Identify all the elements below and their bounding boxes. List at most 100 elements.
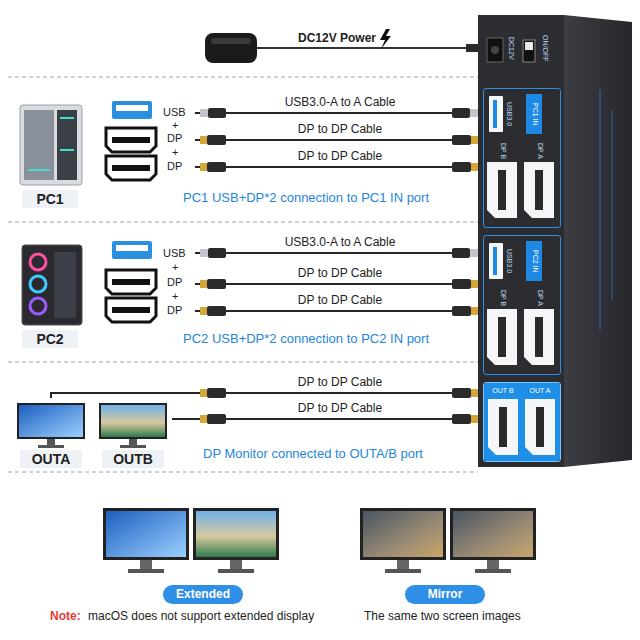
- side-print: [611, 110, 613, 300]
- monitor-base: [128, 569, 164, 573]
- monitor-stand: [129, 439, 137, 445]
- dp-plug: [452, 388, 478, 398]
- usb-plug: [200, 108, 226, 118]
- rgb-fan: [30, 276, 46, 292]
- monitor-screen: [101, 405, 165, 437]
- port-label: OUT B: [488, 386, 518, 396]
- monitor-bezel: [360, 508, 446, 560]
- usb-port-icon: [112, 101, 152, 119]
- cable-label: DP to DP Cable: [240, 149, 440, 163]
- port-type: DP: [167, 276, 182, 288]
- monitor-stand: [230, 560, 242, 570]
- cable-line: [195, 252, 483, 254]
- cable-label: DP to DP Cable: [240, 401, 440, 415]
- output-panel: OUT B OUT A: [483, 382, 561, 462]
- monitor-stand: [487, 560, 499, 570]
- tower-light: [28, 169, 50, 171]
- plus-sign: +: [172, 261, 178, 273]
- tower-front: [24, 110, 54, 180]
- separator: [8, 222, 478, 223]
- dc-jack-pin: [491, 46, 499, 54]
- port-label: DP B: [498, 286, 508, 310]
- mode-name: Mirror: [405, 585, 485, 604]
- mode-name: Extended: [163, 585, 243, 604]
- power-adapter: [205, 33, 257, 63]
- kvm-side: [564, 15, 632, 467]
- power-switch: [523, 40, 535, 62]
- monitor-name: OUTB: [102, 450, 164, 468]
- dp-plug: [200, 135, 226, 145]
- dp-port-icon: [106, 156, 156, 180]
- tower-glass: [54, 252, 76, 318]
- port-label: OUT A: [525, 386, 555, 396]
- power-label: DC12V Power: [298, 31, 376, 45]
- monitor-name: OUTA: [20, 450, 82, 468]
- mode-pill: Mirror: [405, 585, 485, 604]
- dp-plug: [200, 306, 226, 316]
- cable-label: USB3.0-A to A Cable: [240, 95, 440, 109]
- monitor-bezel: [193, 508, 279, 560]
- monitor-stand: [140, 560, 152, 570]
- dc-jack: [487, 38, 503, 62]
- out-panel-fill: [484, 383, 560, 461]
- plus-sign: +: [172, 146, 178, 158]
- computer-name: PC1: [22, 190, 78, 208]
- monitor-node: OUTB: [94, 398, 172, 470]
- cable-line: [195, 166, 483, 168]
- lightning-icon: [380, 29, 391, 49]
- power-port-label: DC12V: [506, 30, 516, 66]
- dp-port: [488, 399, 518, 455]
- dp-port-icon: [106, 298, 156, 322]
- dp-plug: [200, 414, 226, 424]
- port-type: DP: [167, 160, 182, 172]
- monitor-base: [38, 445, 64, 448]
- port-label: DP A: [535, 139, 545, 163]
- kvm-front: [478, 15, 564, 467]
- dp-plug: [452, 162, 478, 172]
- usb-port: [489, 243, 503, 279]
- connection-caption: PC1 USB+DP*2 connection to PC1 IN port: [183, 190, 429, 206]
- power-plug: [466, 44, 478, 52]
- switch-label: ON/OFF: [540, 28, 550, 68]
- usb-plug: [452, 108, 478, 118]
- dp-port: [524, 162, 554, 218]
- cable-line: [195, 112, 483, 114]
- monitor-screen: [363, 511, 443, 557]
- mode-description: The same two screen images: [364, 609, 521, 623]
- port-panel: USB3.0PC1 INDP BDP A: [483, 88, 561, 228]
- dp-port-icon: [106, 270, 156, 294]
- port-label: DP B: [498, 139, 508, 163]
- dp-port-icon: [106, 128, 156, 152]
- monitor-base: [120, 445, 146, 448]
- monitor-base: [218, 569, 254, 573]
- note-text: macOS does not support extended display: [88, 609, 314, 623]
- monitor-base: [475, 569, 511, 573]
- usb-plug: [200, 248, 226, 258]
- port-type: USB: [163, 106, 186, 118]
- separator: [8, 472, 478, 473]
- port-type: DP: [167, 304, 182, 316]
- port-type: DP: [167, 132, 182, 144]
- connection-caption: DP Monitor connected to OUTA/B port: [203, 446, 423, 462]
- usb-port-tongue: [493, 100, 497, 128]
- monitor-screen: [453, 511, 533, 557]
- dp-plug: [200, 388, 226, 398]
- mode-pill: Extended: [163, 585, 243, 604]
- cable-label: USB3.0-A to A Cable: [240, 235, 440, 249]
- dp-plug: [452, 306, 478, 316]
- port-panel: USB3.0PC2 INDP BDP A: [483, 235, 561, 375]
- separator: [8, 362, 478, 363]
- separator: [8, 77, 478, 78]
- dp-port: [487, 309, 517, 365]
- cable-label: DP to DP Cable: [240, 122, 440, 136]
- rgb-fan: [30, 254, 46, 270]
- switch-rocker: [525, 42, 533, 50]
- monitor-base: [385, 569, 421, 573]
- dp-port: [525, 399, 555, 455]
- pc-tower: [22, 245, 82, 325]
- monitor-stand: [397, 560, 409, 570]
- dp-port: [487, 162, 517, 218]
- dp-plug: [452, 135, 478, 145]
- monitor-bezel: [99, 403, 167, 439]
